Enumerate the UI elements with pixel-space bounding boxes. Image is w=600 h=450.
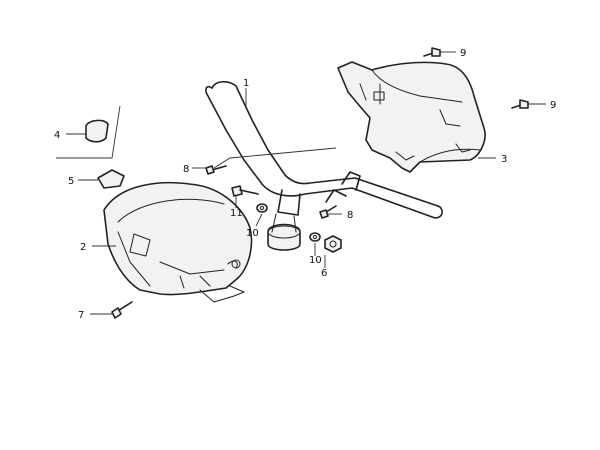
part-9-screw-top — [423, 47, 441, 57]
part-10-washer-right — [309, 232, 321, 242]
callout-10-left: 10 — [246, 228, 259, 239]
leader-lines — [56, 51, 546, 315]
part-5-bracket — [97, 169, 125, 189]
callout-3: 3 — [501, 154, 507, 165]
part-6-nut — [324, 235, 342, 253]
callout-10-right: 10 — [309, 255, 322, 266]
part-7-bolt — [111, 301, 133, 319]
part-8-screw-left — [205, 165, 227, 175]
part-9-screw-right — [511, 99, 529, 109]
callouts: 1 2 3 4 5 6 7 8 8 9 9 10 10 11 — [54, 48, 556, 321]
part-11-bolt — [231, 185, 259, 197]
part-8-screw-right — [319, 205, 337, 219]
callout-8-left: 8 — [183, 164, 189, 175]
part-2-front-cover — [103, 181, 253, 303]
callout-11: 11 — [230, 208, 243, 219]
part-4-cap — [85, 119, 109, 143]
callout-9-right: 9 — [550, 100, 556, 111]
callout-2: 2 — [80, 242, 86, 253]
callout-5: 5 — [68, 176, 74, 187]
callout-6: 6 — [321, 268, 327, 279]
callout-8-right: 8 — [347, 210, 353, 221]
callout-9-top: 9 — [460, 48, 466, 59]
callout-7: 7 — [78, 310, 84, 321]
part-3-rear-cover — [337, 61, 486, 173]
part-10-washer-left — [256, 203, 268, 213]
callout-4: 4 — [54, 130, 60, 141]
callout-1: 1 — [243, 78, 249, 89]
part-1-handlebar — [205, 80, 443, 251]
